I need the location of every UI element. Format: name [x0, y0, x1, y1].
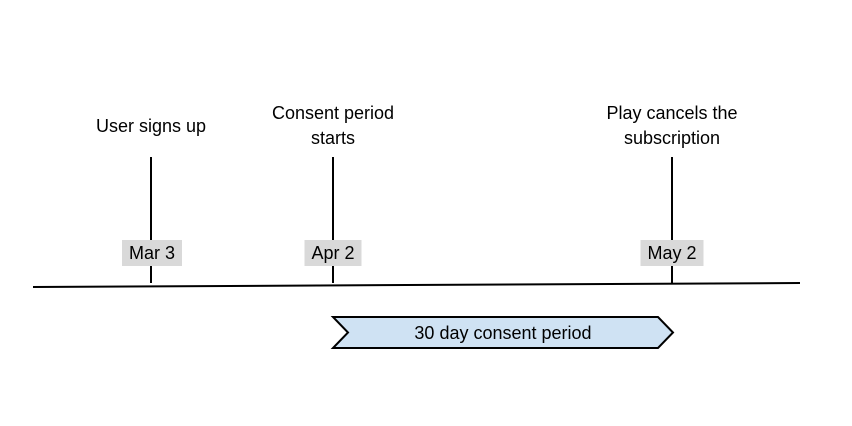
event-tick-may-2 [671, 157, 673, 283]
event-label-user-signs-up: User signs up [95, 115, 207, 136]
timeline-axis-line [32, 282, 801, 288]
date-badge-mar-3: Mar 3 [121, 240, 183, 266]
event-label-play-cancels-subscription: Play cancels the subscription [606, 103, 738, 148]
date-badge-apr-2: Apr 2 [304, 240, 362, 266]
event-label-consent-period-starts: Consent period starts [271, 103, 395, 148]
event-tick-mar-3 [150, 157, 152, 283]
consent-period-banner-label: 30 day consent period [414, 323, 591, 343]
consent-period-banner-shape [330, 316, 675, 349]
date-badge-may-2: May 2 [640, 240, 704, 266]
event-tick-apr-2 [332, 157, 334, 283]
